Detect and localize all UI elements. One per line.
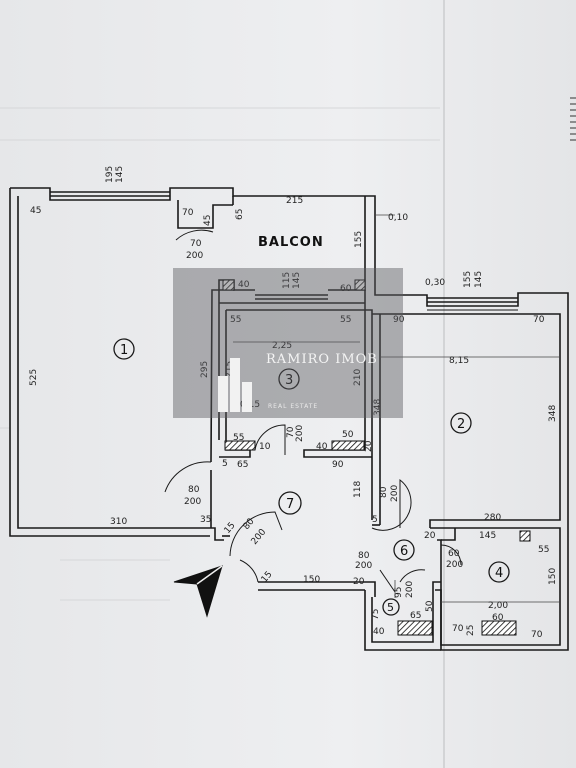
dim-label: 200 [390, 485, 400, 502]
dim-label: 145 [292, 272, 302, 289]
dim-label: 210 [353, 369, 363, 386]
balcony-label: BALCON [258, 235, 324, 250]
paper-fold [443, 0, 445, 768]
dim-label: 155 [354, 231, 364, 248]
edge-marks [570, 97, 576, 141]
dim-label: 118 [353, 481, 363, 498]
dim-label: 80 [188, 485, 200, 495]
dim-label: 20 [353, 577, 365, 587]
dim-label: 80 [358, 551, 370, 561]
dim-label: 150 [303, 575, 320, 585]
dim-label: 80 [379, 486, 389, 498]
dimension-lines [233, 214, 560, 603]
dim-label: 20 [424, 531, 436, 541]
dim-label: 200 [250, 527, 269, 547]
dim-label: 65 [235, 209, 245, 220]
walls [9, 187, 569, 651]
dim-label: 55 [230, 315, 241, 325]
dim-label: 150 [548, 568, 558, 585]
dim-label: 348 [548, 405, 558, 422]
dim-label: 295 [200, 361, 210, 378]
dim-label: 70 [533, 315, 545, 325]
background-lines [0, 107, 440, 601]
dim-label: 200 [355, 561, 372, 571]
dimension-labels: 195 145 45 70 45 65 215 0,10 155 70 200 … [29, 166, 558, 640]
dim-label: 5 [372, 515, 378, 525]
dim-label: 40 [316, 442, 328, 452]
dim-label: 55 [233, 433, 244, 443]
dim-label: 70 [452, 624, 464, 634]
room-1-label: 1 [120, 343, 128, 358]
dim-label: 280 [484, 513, 501, 523]
dim-label: 40 [373, 627, 385, 637]
dim-label: 75 [371, 609, 381, 620]
room-circles [113, 338, 510, 616]
dim-label: 155 [463, 271, 473, 288]
dim-label: 45 [30, 206, 41, 216]
dim-label: 145 [115, 166, 125, 183]
dim-label: 0,10 [388, 213, 408, 223]
dim-label: 70 [286, 426, 296, 438]
dim-label: 70 [182, 208, 194, 218]
dim-label: 215 [286, 196, 303, 206]
dim-label: 2,00 [488, 601, 508, 611]
dim-label: 25 [466, 625, 476, 636]
room-7-label: 7 [286, 497, 294, 512]
room-4-label: 4 [495, 566, 503, 581]
dim-label: 8,15 [449, 356, 469, 366]
dim-label: 2,25 [272, 341, 292, 351]
dim-label: 5 [222, 459, 228, 469]
dim-label: 348 [373, 399, 383, 416]
dim-label: 70 [190, 239, 202, 249]
watermark-brand: RAMIRO IMOB [266, 352, 378, 367]
watermark-building-icon [218, 358, 252, 412]
dim-label: 200 [405, 581, 415, 598]
dim-label: 65 [237, 460, 248, 470]
watermark-overlay [173, 268, 403, 418]
room-2-label: 2 [457, 417, 465, 432]
dim-label: 40 [238, 280, 250, 290]
dim-label: 90 [332, 460, 344, 470]
dim-label: 145 [474, 271, 484, 288]
hatched-fixtures [222, 279, 531, 636]
dim-label: 200 [295, 425, 305, 442]
dim-label: 145 [479, 531, 496, 541]
dim-label: 50 [425, 600, 435, 612]
dim-label: 115 [282, 272, 292, 289]
dim-label: 35 [200, 515, 211, 525]
dim-label: 15 [223, 521, 238, 536]
north-arrow-icon [173, 565, 223, 618]
room-5-label: 5 [387, 601, 394, 614]
dim-label: 200 [184, 497, 201, 507]
dim-label: 525 [29, 369, 39, 386]
dim-label: 90 [393, 315, 405, 325]
dim-label: 20 [364, 440, 374, 452]
dim-label: 80 [242, 517, 257, 532]
dim-label: 60 [492, 613, 504, 623]
dim-label: 310 [110, 517, 127, 527]
dim-label: 70 [531, 630, 543, 640]
dim-label: 95 [394, 587, 404, 598]
dim-label: 10 [259, 442, 271, 452]
dim-label: 0,30 [425, 278, 445, 288]
dim-label: 60 [448, 549, 460, 559]
watermark-subtitle: REAL ESTATE [268, 403, 319, 410]
dim-label: 195 [105, 166, 115, 183]
room-6-label: 6 [400, 544, 408, 559]
dim-label: 200 [446, 560, 463, 570]
dim-label: 60 [340, 284, 352, 294]
door-swings [164, 229, 462, 593]
dim-label: 55 [340, 315, 351, 325]
dim-label: 65 [410, 611, 421, 621]
dim-label: 200 [186, 251, 203, 261]
dim-label: 55 [538, 545, 549, 555]
dim-label: 50 [342, 430, 354, 440]
dim-label: 45 [203, 215, 213, 226]
room-3-label: 3 [285, 373, 293, 388]
